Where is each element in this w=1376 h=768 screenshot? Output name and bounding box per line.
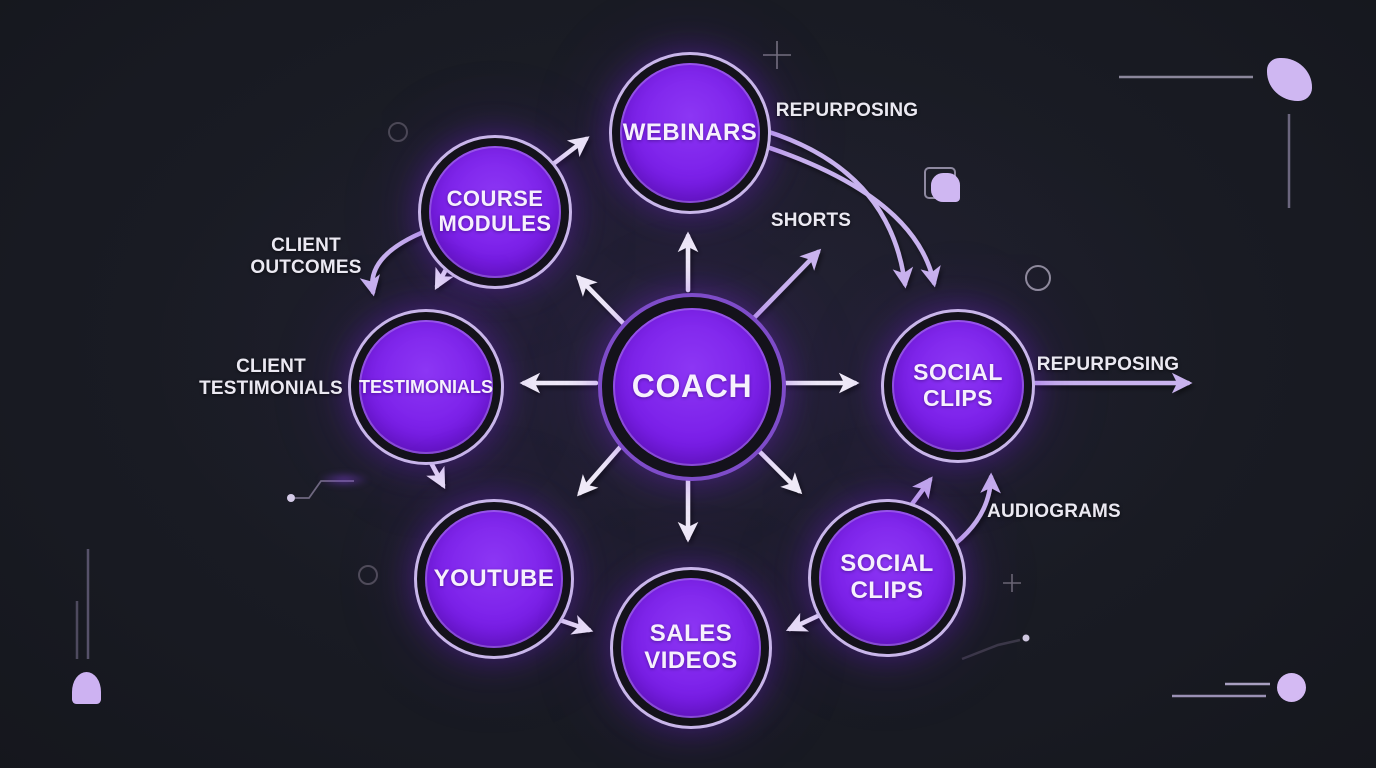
label-client-testimonials-line1: CLIENT (236, 356, 306, 377)
blob-shape-bottom-left-icon (72, 672, 101, 704)
node-course-modules-label-line2: MODULES (438, 211, 552, 236)
label-client-outcomes-line2: OUTCOMES (250, 257, 362, 278)
label-client-testimonials: CLIENT TESTIMONIALS (199, 356, 343, 400)
decorative-lines (75, 41, 1291, 698)
plus-crosshair-top-icon (763, 41, 791, 69)
arrow-client-outcomes-curve (359, 230, 424, 297)
circuit-trace-bottom-right (961, 638, 1021, 661)
label-repurposing-right: REPURPOSING (1036, 354, 1180, 375)
node-social-clips-bottom-label-line2: CLIPS (850, 577, 924, 604)
label-client-testimonials-line2: TESTIMONIALS (199, 378, 343, 399)
node-youtube-fill: YOUTUBE (425, 510, 563, 648)
node-course-modules-fill: COURSE MODULES (429, 146, 561, 278)
label-audiograms: AUDIOGRAMS (987, 501, 1121, 522)
purple-glow-smear (318, 472, 370, 487)
circle-outline-lower-left-icon (358, 565, 378, 585)
label-client-outcomes: CLIENT OUTCOMES (250, 235, 361, 279)
layers-icon-fill (931, 173, 960, 202)
node-youtube-label: YOUTUBE (433, 564, 555, 592)
node-sales-videos: SALES VIDEOS (610, 567, 772, 729)
node-sales-videos-fill: SALES VIDEOS (621, 578, 761, 718)
circuit-dot-left-icon (287, 494, 295, 502)
node-social-clips-right-label-line1: SOCIAL (913, 359, 1003, 386)
arrow-coach-shorts (748, 248, 822, 324)
node-coach-label: COACH (631, 368, 753, 405)
node-social-clips-bottom-fill: SOCIAL CLIPS (819, 510, 955, 646)
node-course-modules-label-line1: COURSE (446, 186, 544, 212)
node-webinars: WEBINARS (609, 52, 771, 214)
arrow-coach-to-social-clips-bottom (750, 442, 803, 495)
arrow-audiograms-2 (953, 472, 1001, 546)
lavender-arrows-group (359, 128, 1193, 546)
node-social-clips-bottom: SOCIAL CLIPS (808, 499, 966, 657)
node-webinars-label: WEBINARS (622, 118, 758, 146)
node-webinars-fill: WEBINARS (620, 63, 760, 203)
node-sales-videos-label-line2: VIDEOS (644, 647, 738, 674)
arrow-social-clips-bottom-to-sales-videos (785, 611, 825, 632)
label-client-outcomes-line1: CLIENT (271, 235, 341, 256)
plus-crosshair-lower-right-icon (1003, 574, 1021, 592)
circle-outline-upper-left-icon (388, 122, 408, 142)
node-social-clips-right-label-line2: CLIPS (922, 385, 994, 411)
node-social-clips-right-fill: SOCIAL CLIPS (892, 320, 1024, 452)
node-social-clips-right: SOCIAL CLIPS (881, 309, 1035, 463)
arrow-coach-to-course-modules (575, 274, 626, 326)
arrow-webinars-repurposing-curve-2 (767, 145, 941, 288)
node-course-modules: COURSE MODULES (418, 135, 572, 289)
node-sales-videos-label-line1: SALES (649, 620, 733, 648)
node-youtube: YOUTUBE (414, 499, 574, 659)
circuit-dot-bottom-right-icon (1022, 634, 1030, 642)
node-social-clips-bottom-label-line1: SOCIAL (840, 550, 934, 578)
node-coach: COACH (598, 293, 786, 481)
arrow-coach-to-youtube (577, 442, 625, 497)
label-shorts: SHORTS (770, 210, 852, 231)
node-testimonials-fill: TESTIMONIALS (359, 320, 493, 454)
node-testimonials: TESTIMONIALS (348, 309, 504, 465)
filled-circle-bottom-right-icon (1277, 673, 1306, 702)
node-coach-fill: COACH (613, 308, 771, 466)
node-testimonials-label: TESTIMONIALS (359, 376, 493, 397)
label-repurposing-top: REPURPOSING (775, 100, 919, 121)
circle-outline-mid-right-icon (1025, 265, 1051, 291)
